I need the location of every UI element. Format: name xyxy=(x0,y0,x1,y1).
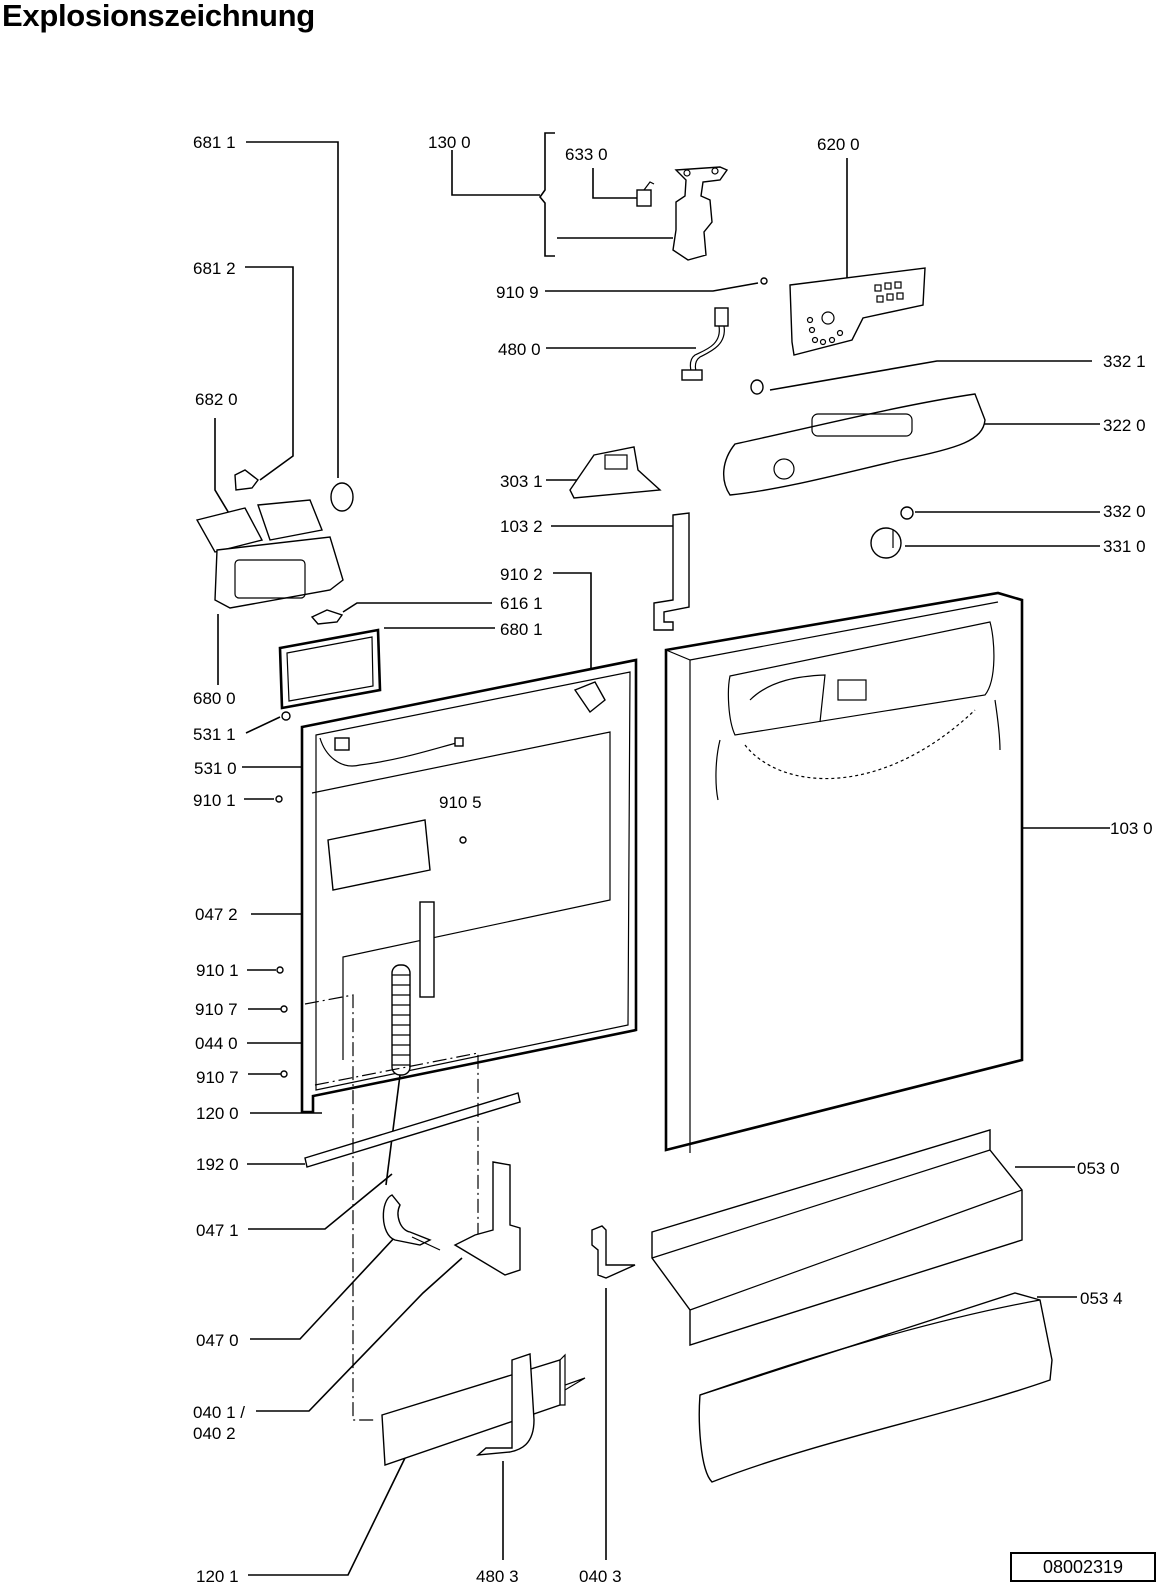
document-number: 08002319 xyxy=(1010,1552,1156,1582)
label-6811: 681 1 xyxy=(193,133,236,152)
label-5311: 531 1 xyxy=(193,725,236,744)
part-kick-panel xyxy=(698,1292,1053,1483)
label-0401: 040 1 / xyxy=(193,1403,245,1422)
part-ring xyxy=(330,482,354,512)
label-0402: 040 2 xyxy=(193,1424,236,1443)
label-9109: 910 9 xyxy=(496,283,539,302)
part-inner-door xyxy=(275,658,638,1114)
label-6330: 633 0 xyxy=(565,145,608,164)
part-labels: 681 1 130 0 633 0 620 0 681 2 910 9 480 … xyxy=(193,133,1153,1585)
part-spring xyxy=(385,964,411,1186)
part-door-handle xyxy=(569,446,662,499)
label-4800: 480 0 xyxy=(498,340,541,359)
part-control-panel xyxy=(723,393,986,496)
part-rail xyxy=(304,1092,521,1168)
part-hinge-bracket xyxy=(453,1161,521,1276)
label-0534: 053 4 xyxy=(1080,1289,1123,1308)
label-9107b: 910 7 xyxy=(196,1068,239,1087)
part-616-1 xyxy=(310,609,344,625)
label-9101b: 910 1 xyxy=(196,961,239,980)
part-knob xyxy=(870,527,902,559)
part-screw-9109 xyxy=(760,277,768,285)
part-bracket-0403 xyxy=(591,1225,636,1279)
part-531-1 xyxy=(281,711,291,721)
label-6800: 680 0 xyxy=(193,689,236,708)
part-door-lock xyxy=(672,166,729,261)
label-6161: 616 1 xyxy=(500,594,543,613)
label-9101a: 910 1 xyxy=(193,791,236,810)
part-microswitch xyxy=(636,181,655,207)
part-base-plate xyxy=(381,1353,586,1466)
page-title: Explosionszeichnung xyxy=(2,0,315,33)
label-5310: 531 0 xyxy=(194,759,237,778)
part-wire-harness xyxy=(681,307,729,381)
label-9102: 910 2 xyxy=(500,565,543,584)
label-0403: 040 3 xyxy=(579,1567,622,1585)
label-1030: 103 0 xyxy=(1110,819,1153,838)
label-6801: 680 1 xyxy=(500,620,543,639)
part-clip xyxy=(234,469,259,491)
label-3320: 332 0 xyxy=(1103,502,1146,521)
label-1201: 120 1 xyxy=(196,1567,239,1585)
part-outer-door xyxy=(664,591,1024,1153)
part-gasket xyxy=(278,628,382,710)
label-6820: 682 0 xyxy=(195,390,238,409)
part-dispenser xyxy=(195,499,344,609)
label-1920: 192 0 xyxy=(196,1155,239,1174)
part-button-3321 xyxy=(750,379,764,395)
label-1200: 120 0 xyxy=(196,1104,239,1123)
label-3220: 322 0 xyxy=(1103,416,1146,435)
label-0472: 047 2 xyxy=(195,905,238,924)
label-1032: 103 2 xyxy=(500,517,543,536)
label-3031: 303 1 xyxy=(500,472,543,491)
label-0470: 047 0 xyxy=(196,1331,239,1350)
label-6200: 620 0 xyxy=(817,135,860,154)
label-3310: 331 0 xyxy=(1103,537,1146,556)
label-0471: 047 1 xyxy=(196,1221,239,1240)
label-4803: 480 3 xyxy=(476,1567,519,1585)
label-0530: 053 0 xyxy=(1077,1159,1120,1178)
part-bracket-1032 xyxy=(653,512,690,631)
label-6812: 681 2 xyxy=(193,259,236,278)
part-control-board xyxy=(789,267,926,356)
part-button-3320 xyxy=(900,506,914,520)
label-9107a: 910 7 xyxy=(195,1000,238,1019)
assembly-guides xyxy=(304,994,479,1421)
label-9105: 910 5 xyxy=(439,793,482,812)
label-3321: 332 1 xyxy=(1103,352,1146,371)
label-1300: 130 0 xyxy=(428,133,471,152)
label-0440: 044 0 xyxy=(195,1034,238,1053)
part-lower-panel xyxy=(651,1129,1023,1346)
part-hinge-arm xyxy=(382,1194,441,1251)
